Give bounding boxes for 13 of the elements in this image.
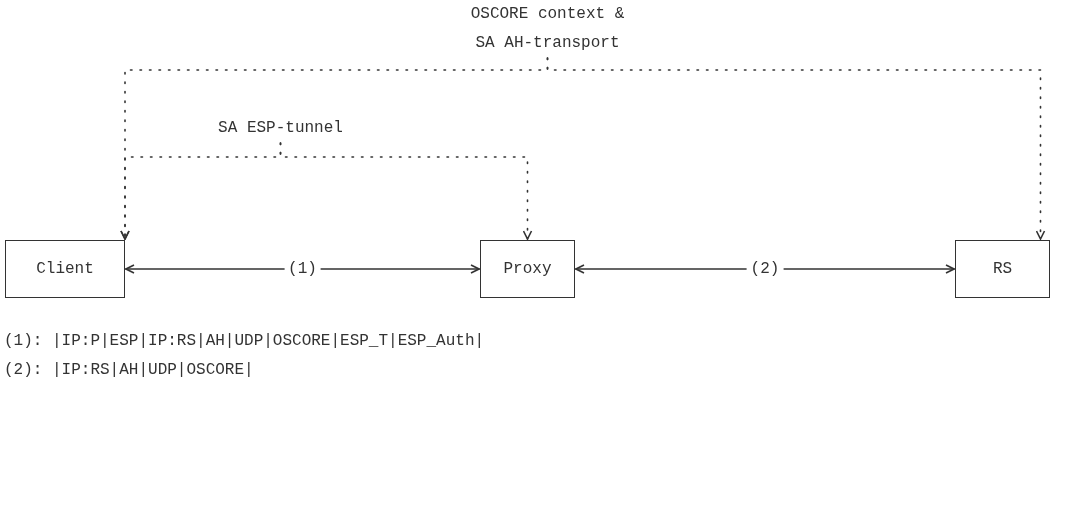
double-arrow xyxy=(575,264,955,274)
process-box: RS xyxy=(955,240,1050,298)
process-box: Client xyxy=(5,240,125,298)
dotted-arrow xyxy=(279,142,533,240)
edge-label: (2) xyxy=(746,259,784,279)
dotted-arrow xyxy=(546,57,1046,240)
process-box: Proxy xyxy=(480,240,575,298)
edge-label: (1) xyxy=(284,259,321,279)
packet-format: (2): |IP:RS|AH|UDP|OSCORE| xyxy=(4,360,255,381)
packet-format: (1): |IP:P|ESP|IP:RS|AH|UDP|OSCORE|ESP_T|ESP_Auth| xyxy=(4,331,485,352)
bracket-label: SA ESP-tunnel xyxy=(213,114,348,143)
double-arrow xyxy=(125,264,480,274)
bracket-label: OSCORE context & SA AH-transport xyxy=(460,0,635,58)
